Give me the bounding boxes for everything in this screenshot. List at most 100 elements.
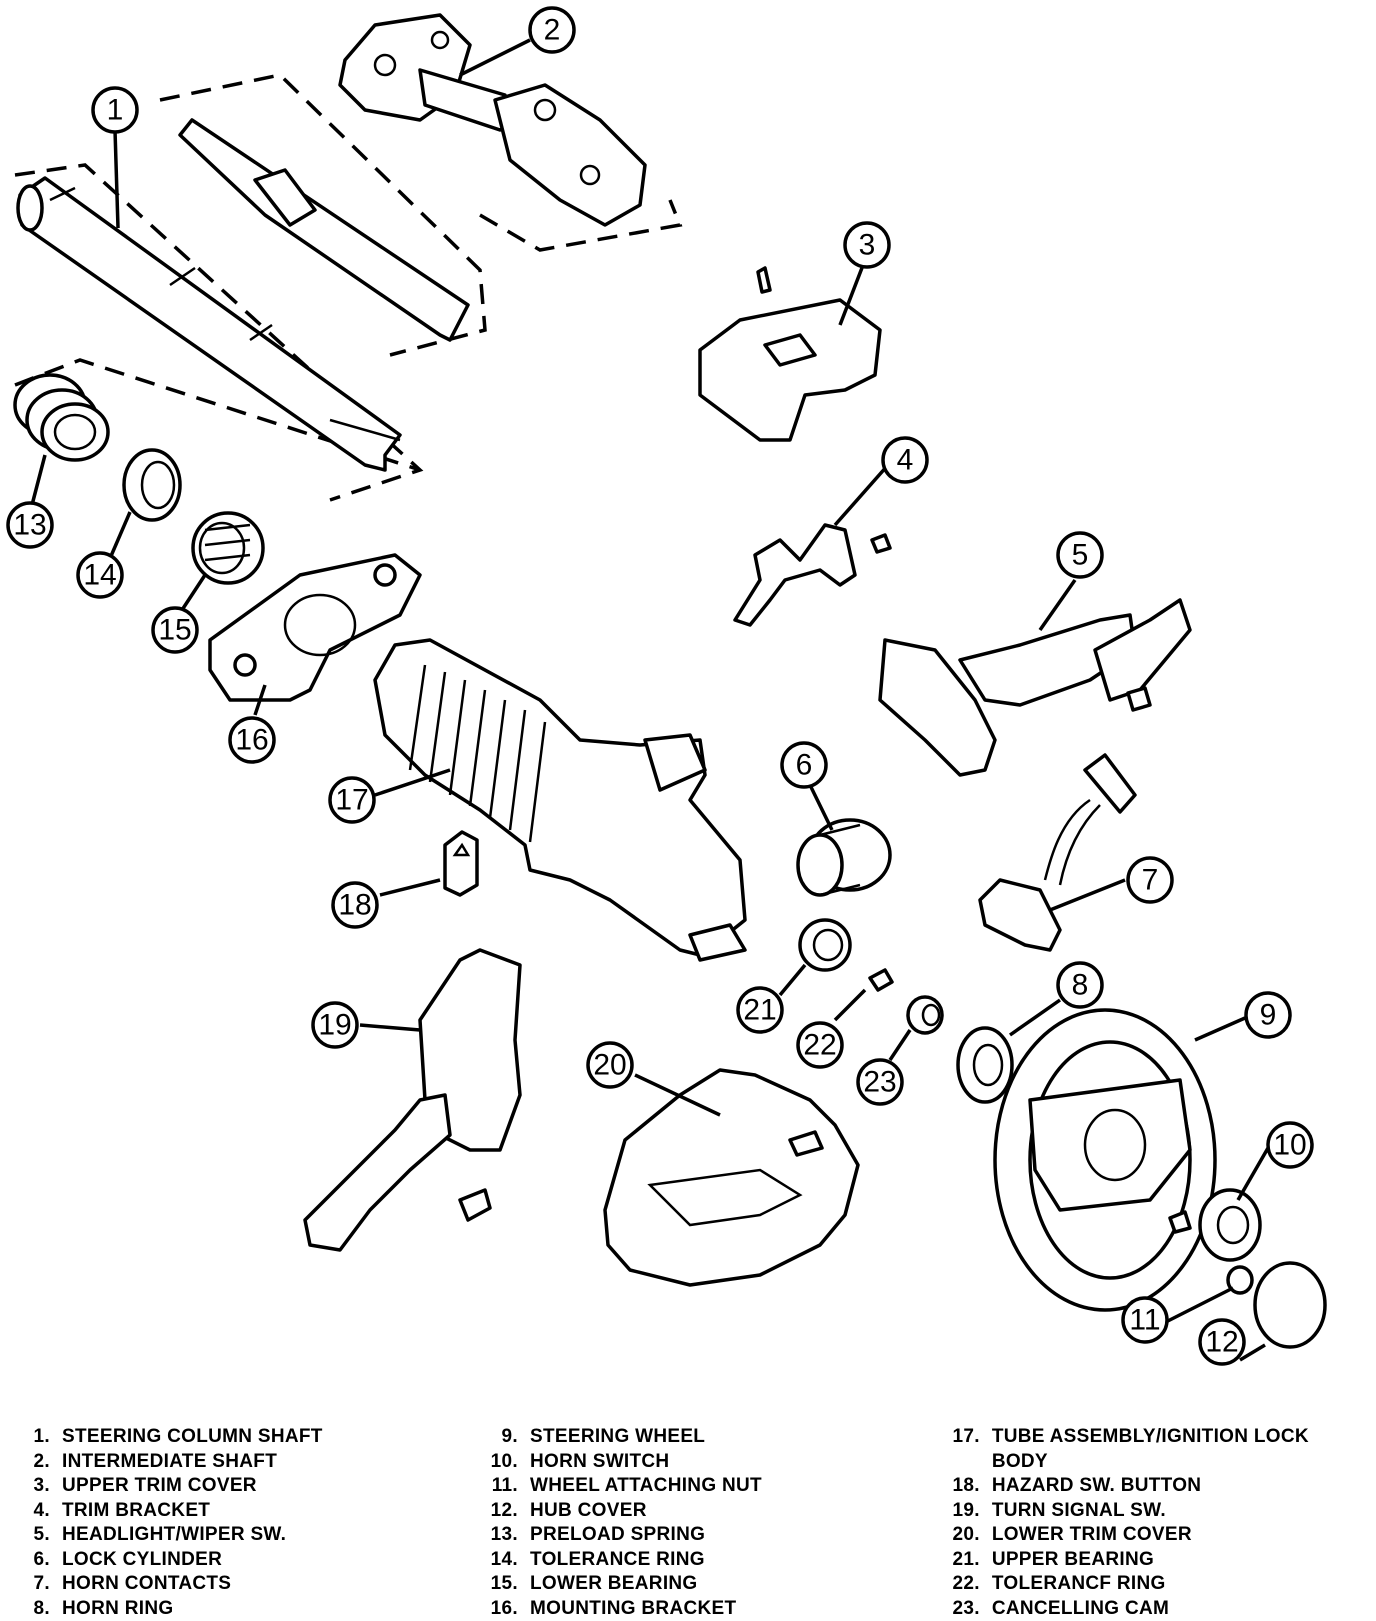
legend-item-text: STEERING COLUMN SHAFT (62, 1425, 323, 1450)
callout-11: 11 (1123, 1298, 1167, 1342)
callout-8-label: 8 (1072, 969, 1089, 1002)
headlight-wiper-switch-part (880, 600, 1190, 775)
legend-item-number: 14. (478, 1548, 518, 1573)
horn-ring-part (958, 1028, 1012, 1102)
legend-item: 14. TOLERANCE RING (478, 1548, 898, 1573)
legend-item-number: 7. (22, 1572, 50, 1597)
legend-item-text: STEERING WHEEL (530, 1425, 705, 1450)
callout-9-label: 9 (1260, 999, 1277, 1032)
horn-contacts-part (980, 755, 1135, 950)
legend-item: 9. STEERING WHEEL (478, 1425, 898, 1450)
legend-item: 7. HORN CONTACTS (22, 1572, 442, 1597)
callout-10-label: 10 (1273, 1129, 1306, 1162)
hazard-switch-button-part (445, 832, 477, 895)
callout-16: 16 (230, 718, 274, 762)
legend-item-text: TUBE ASSEMBLY/IGNITION LOCK BODY (992, 1425, 1360, 1474)
lower-trim-cover-part (605, 1070, 858, 1285)
legend-item: 11.WHEEL ATTACHING NUT (478, 1474, 898, 1499)
legend-item: 15.LOWER BEARING (478, 1572, 898, 1597)
legend-item-number: 5. (22, 1523, 50, 1548)
legend-item-text: TURN SIGNAL SW. (992, 1499, 1360, 1524)
legend-item-text: PRELOAD SPRING (530, 1523, 705, 1548)
legend-item: 3.UPPER TRIM COVER (22, 1474, 442, 1499)
tolerance-ring-part (124, 450, 180, 520)
legend-item: 22.TOLERANCF RING (940, 1572, 1360, 1597)
legend-item: 2.INTERMEDIATE SHAFT (22, 1450, 442, 1475)
callout-5: 5 (1058, 533, 1102, 577)
legend-item-text: HORN CONTACTS (62, 1572, 231, 1597)
legend-item-text: MOUNTING BRACKET (530, 1597, 736, 1621)
legend-item-text: TRIM BRACKET (62, 1499, 210, 1524)
legend-item-number: 8. (22, 1597, 50, 1621)
legend-column-2: 9. STEERING WHEEL 10. HORN SWITCH 11.WHEEL… (478, 1425, 898, 1621)
legend-item-number: 9. (478, 1425, 518, 1450)
hub-cover-part (1255, 1263, 1325, 1347)
small-tolerance-ring-part (870, 970, 892, 990)
legend-item-number: 16. (478, 1597, 518, 1621)
callout-9: 9 (1246, 993, 1290, 1037)
legend-item-number: 4. (22, 1499, 50, 1524)
callout-8: 8 (1058, 963, 1102, 1007)
legend-item-text: UPPER BEARING (992, 1548, 1360, 1573)
legend-item: 10. HORN SWITCH (478, 1450, 898, 1475)
legend-item-text: TOLERANCE RING (530, 1548, 705, 1573)
legend-item: 17. TUBE ASSEMBLY/IGNITION LOCK BODY (940, 1425, 1360, 1474)
legend-column-1: 1.STEERING COLUMN SHAFT 2.INTERMEDIATE S… (22, 1425, 442, 1621)
exploded-view-diagram: 1 2 3 4 5 6 7 8 9 10 11 12 13 14 15 16 1… (0, 0, 1376, 1400)
legend-item: 4. TRIM BRACKET (22, 1499, 442, 1524)
legend-item-text: HUB COVER (530, 1499, 647, 1524)
legend-item-text: UPPER TRIM COVER (62, 1474, 257, 1499)
tube-assembly-ignition-lock-body-part (375, 640, 745, 960)
legend-item-text: INTERMEDIATE SHAFT (62, 1450, 277, 1475)
callout-19: 19 (313, 1003, 357, 1047)
legend-item-text: HORN SWITCH (530, 1450, 669, 1475)
callout-4-label: 4 (897, 444, 914, 477)
callout-2: 2 (530, 8, 574, 52)
callout-21: 21 (738, 988, 782, 1032)
callout-7-label: 7 (1142, 864, 1159, 897)
callout-14-label: 14 (83, 559, 116, 592)
legend-item-number: 12. (478, 1499, 518, 1524)
legend-item-text: CANCELLING CAM (992, 1597, 1360, 1621)
legend-item: 20.LOWER TRIM COVER (940, 1523, 1360, 1548)
callout-12: 12 (1200, 1320, 1244, 1364)
trim-bracket-part (735, 525, 890, 625)
legend-item-number: 10. (478, 1450, 518, 1475)
callout-11-label: 11 (1129, 1304, 1160, 1337)
legend-item: 19.TURN SIGNAL SW. (940, 1499, 1360, 1524)
legend-item-text: WHEEL ATTACHING NUT (530, 1474, 762, 1499)
legend-item: 5. HEADLIGHT/WIPER SW. (22, 1523, 442, 1548)
legend-item-number: 17. (940, 1425, 980, 1474)
callout-13: 13 (8, 503, 52, 547)
legend-item: 1.STEERING COLUMN SHAFT (22, 1425, 442, 1450)
lower-bearing-part (193, 513, 263, 583)
callout-23-label: 23 (863, 1066, 896, 1099)
callout-18-label: 18 (338, 889, 371, 922)
callout-1-label: 1 (107, 94, 124, 127)
callout-15-label: 15 (158, 614, 191, 647)
callout-14: 14 (78, 553, 122, 597)
callout-7: 7 (1128, 858, 1172, 902)
callout-19-label: 19 (318, 1009, 351, 1042)
legend-item-text: LOWER BEARING (530, 1572, 698, 1597)
legend-item-number: 21. (940, 1548, 980, 1573)
legend-item-number: 23. (940, 1597, 980, 1621)
legend-item: 12. HUB COVER (478, 1499, 898, 1524)
callout-21-label: 21 (743, 994, 776, 1027)
callout-22-label: 22 (803, 1029, 836, 1062)
legend-item-number: 6. (22, 1548, 50, 1573)
legend-item-number: 22. (940, 1572, 980, 1597)
callout-13-label: 13 (13, 509, 46, 542)
callout-10: 10 (1268, 1123, 1312, 1167)
preload-spring-part (15, 375, 108, 460)
legend-item-text: HORN RING (62, 1597, 173, 1621)
legend-item: 18.HAZARD SW. BUTTON (940, 1474, 1360, 1499)
callout-6-label: 6 (796, 749, 813, 782)
callout-3: 3 (845, 223, 889, 267)
legend-item-text: HEADLIGHT/WIPER SW. (62, 1523, 286, 1548)
legend-item: 6.LOCK CYLINDER (22, 1548, 442, 1573)
callout-18: 18 (333, 883, 377, 927)
legend-column-3: 17. TUBE ASSEMBLY/IGNITION LOCK BODY 18.H… (940, 1425, 1360, 1621)
legend-item: 8. HORN RING (22, 1597, 442, 1621)
legend-item-number: 18. (940, 1474, 980, 1499)
